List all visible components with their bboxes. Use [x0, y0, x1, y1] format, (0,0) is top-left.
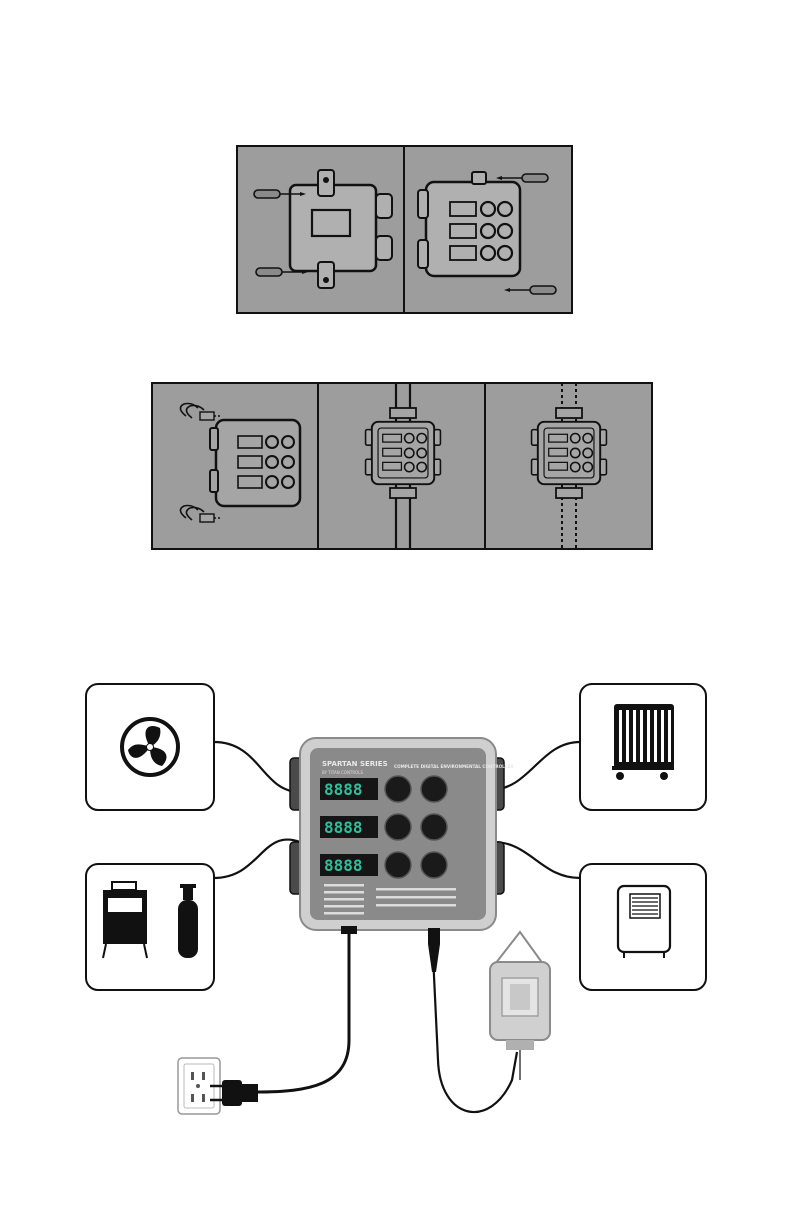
knob[interactable] — [385, 814, 411, 840]
svg-text:8888: 8888 — [324, 856, 363, 875]
oil-heater-icon — [612, 704, 674, 780]
wall-mount-panel — [237, 146, 572, 313]
model-label: COMPLETE DIGITAL ENVIRONMENTAL CONTROLLE… — [394, 764, 514, 769]
co2-device — [86, 864, 214, 990]
dehumidifier-device — [580, 864, 706, 990]
fan-icon — [122, 719, 178, 775]
heater-device — [580, 684, 706, 810]
dehumidifier-icon — [618, 886, 670, 958]
knob[interactable] — [421, 814, 447, 840]
brand-label: SPARTAN SERIES — [322, 760, 388, 768]
knob[interactable] — [421, 776, 447, 802]
knob[interactable] — [385, 852, 411, 878]
knob[interactable] — [385, 776, 411, 802]
svg-text:8888: 8888 — [324, 780, 363, 799]
fan-device — [86, 684, 214, 810]
svg-text:8888: 8888 — [324, 818, 363, 837]
pipe-mount-panel — [152, 383, 652, 549]
display-2: 8888 — [320, 816, 378, 838]
display-1: 8888 — [320, 778, 378, 800]
display-3: 8888 — [320, 854, 378, 876]
knob[interactable] — [421, 852, 447, 878]
controller-unit: SPARTAN SERIES BY TITAN CONTROLS COMPLET… — [290, 738, 514, 934]
sensor-probe — [428, 928, 550, 1080]
brand-sub-label: BY TITAN CONTROLS — [322, 770, 364, 775]
